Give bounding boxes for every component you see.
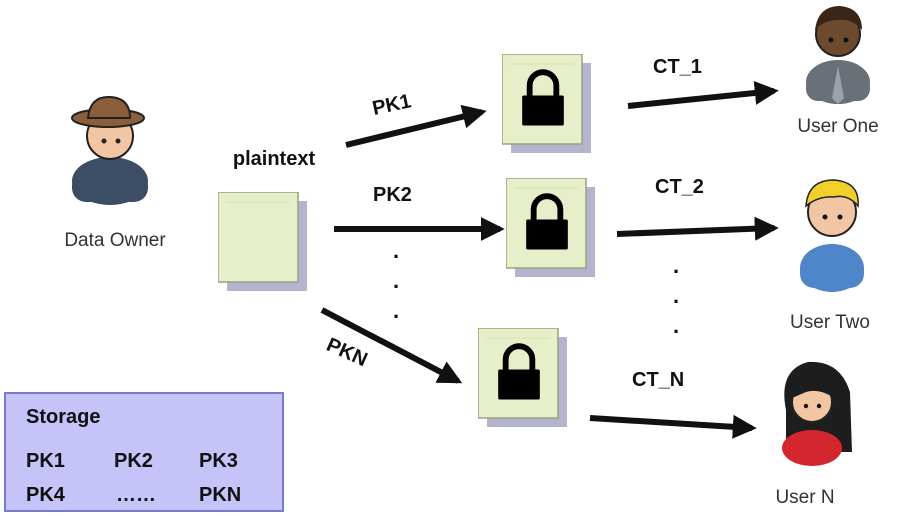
svg-text:.: . bbox=[393, 268, 399, 293]
plaintext-document-icon bbox=[218, 192, 308, 292]
user-one-label: User One bbox=[797, 116, 878, 137]
user-one-icon bbox=[806, 6, 870, 104]
storage-key: PK2 bbox=[114, 450, 153, 472]
encrypted-document-2 bbox=[506, 178, 596, 278]
svg-text:.: . bbox=[393, 298, 399, 323]
svg-text:.: . bbox=[673, 253, 679, 278]
arrow-pk1 bbox=[345, 104, 487, 148]
svg-text:.: . bbox=[673, 283, 679, 308]
storage-key: PK4 bbox=[26, 484, 65, 506]
data-owner-label: Data Owner bbox=[64, 230, 166, 251]
svg-text:.: . bbox=[393, 238, 399, 263]
storage-key: PK3 bbox=[199, 450, 238, 472]
svg-text:.: . bbox=[673, 313, 679, 338]
pk1-label: PK1 bbox=[370, 90, 413, 120]
arrow-ct2 bbox=[616, 216, 779, 241]
storage-key: PKN bbox=[199, 484, 242, 506]
user-two-icon bbox=[800, 179, 864, 292]
ellipsis-right: . . . bbox=[673, 253, 679, 338]
ct1-label: CT_1 bbox=[653, 56, 702, 78]
user-n-icon bbox=[782, 361, 852, 466]
data-owner-icon bbox=[71, 95, 148, 205]
storage-key: …… bbox=[116, 484, 156, 506]
ctn-label: CT_N bbox=[632, 369, 684, 391]
pkn-label: PKN bbox=[323, 334, 371, 371]
pk2-label: PK2 bbox=[373, 184, 412, 206]
storage-key: PK1 bbox=[26, 450, 65, 472]
arrow-pkn bbox=[320, 307, 463, 384]
plaintext-label: plaintext bbox=[233, 148, 316, 170]
ellipsis-left: . . . bbox=[393, 238, 399, 323]
encrypted-document-1 bbox=[502, 54, 592, 154]
arrow-ct1 bbox=[627, 81, 779, 109]
encrypted-document-n bbox=[478, 328, 568, 428]
ct2-label: CT_2 bbox=[655, 176, 704, 198]
user-two-label: User Two bbox=[790, 312, 870, 333]
user-n-label: User N bbox=[775, 487, 834, 508]
storage-title: Storage bbox=[26, 406, 101, 428]
storage-panel: Storage PK1 PK2 PK3 PK4 …… PKN bbox=[4, 392, 284, 512]
arrow-ctn bbox=[589, 414, 757, 439]
